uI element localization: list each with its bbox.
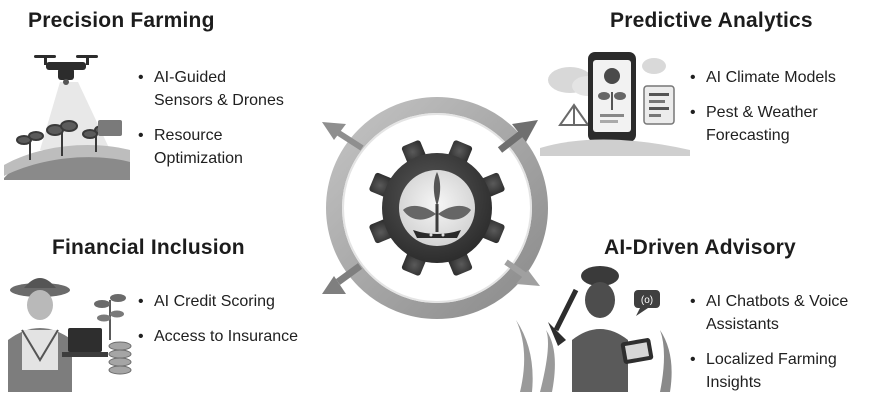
ai-driven-advisory-list: AI Chatbots & Voice Assistants Localized… [690, 290, 860, 406]
ai-driven-advisory-title: AI-Driven Advisory [604, 236, 796, 259]
list-item: Pest & Weather Forecasting [690, 101, 860, 147]
arrow-to-precision-farming [322, 122, 364, 151]
predictive-analytics-title: Predictive Analytics [610, 9, 813, 32]
farmer-with-tablet-icon: (o) [516, 266, 672, 392]
gear-with-seedling-icon [369, 140, 505, 276]
financial-inclusion-title: Financial Inclusion [52, 236, 245, 259]
predictive-analytics-list: AI Climate Models Pest & Weather Forecas… [690, 66, 860, 159]
arrow-to-predictive-analytics [497, 120, 538, 153]
arrow-to-ai-driven-advisory [504, 259, 540, 286]
precision-farming-list: AI-Guided Sensors & Drones Resource Opti… [138, 66, 288, 182]
drone-over-crops-icon [4, 55, 130, 180]
list-item: AI Credit Scoring [138, 290, 338, 313]
svg-text:(o): (o) [641, 295, 653, 306]
arrow-to-financial-inclusion [322, 263, 363, 294]
list-item: AI Climate Models [690, 66, 860, 89]
list-item: Access to Insurance [138, 325, 338, 348]
list-item: Resource Optimization [138, 124, 288, 170]
list-item: Localized Farming Insights [690, 348, 860, 394]
list-item: AI-Guided Sensors & Drones [138, 66, 288, 112]
center-ring [326, 97, 548, 319]
precision-farming-title: Precision Farming [28, 9, 215, 32]
smartphone-weather-icon [540, 52, 690, 156]
diagram-canvas: (o) [4, 52, 690, 392]
list-item: AI Chatbots & Voice Assistants [690, 290, 860, 336]
farmer-with-laptop-icon [8, 278, 132, 392]
financial-inclusion-list: AI Credit Scoring Access to Insurance [138, 290, 338, 360]
